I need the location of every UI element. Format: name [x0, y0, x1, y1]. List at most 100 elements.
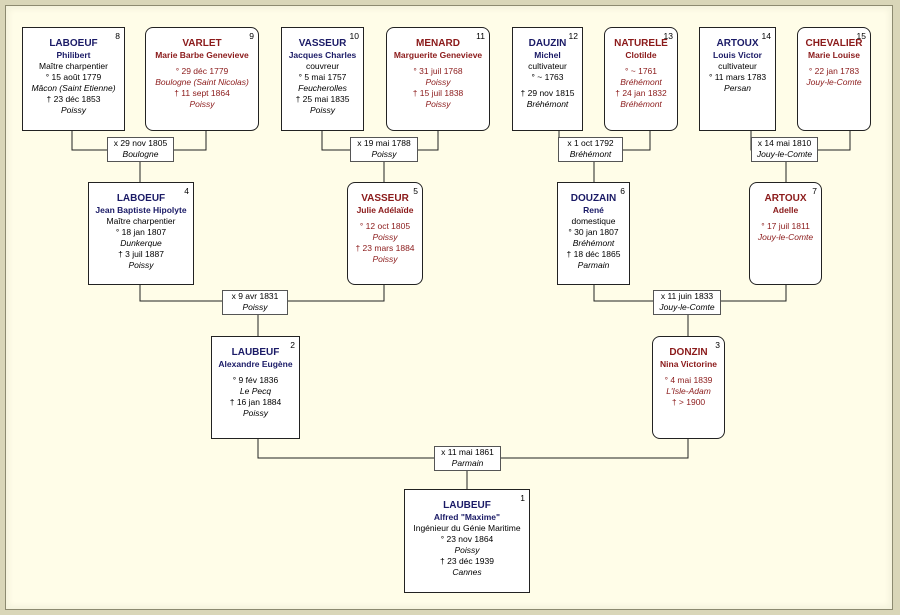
ahnentafel-number: 15 [856, 31, 866, 41]
person-box-14[interactable]: 14 ARTOUX Louis Victor cultivateur ° 11 … [699, 27, 776, 131]
marriage-date: x 1 oct 1792 [567, 138, 614, 148]
occupation: cultivateur [528, 61, 567, 71]
birth-date: ° ~ 1761 [625, 66, 657, 76]
surname: LABOEUF [116, 193, 166, 204]
birth-date: ° ~ 1763 [531, 72, 564, 82]
person-box-11[interactable]: 11 MENARD Marguerite Genevieve ° 31 juil… [386, 27, 490, 131]
surname: DAUZIN [528, 38, 567, 49]
death-date: † 24 jan 1832 [615, 88, 667, 98]
death-place: Poissy [128, 260, 154, 270]
death-place: Poissy [425, 99, 451, 109]
death-date: † 23 déc 1853 [46, 94, 101, 104]
occupation: Ingénieur du Génie Maritime [413, 523, 521, 533]
marriage-box-2-3[interactable]: x 11 mai 1861 Parmain [434, 446, 501, 471]
birth-place: Jouy-le-Comte [757, 232, 814, 242]
marriage-place: Parmain [451, 458, 484, 468]
given-name: Alexandre Eugène [218, 359, 293, 369]
birth-place: Feucherolles [298, 83, 347, 93]
marriage-box-12-13[interactable]: x 1 oct 1792 Bréhémont [558, 137, 623, 162]
birth-date: ° 15 août 1779 [45, 72, 102, 82]
death-place: Parmain [577, 260, 610, 270]
marriage-box-10-11[interactable]: x 19 mai 1788 Poissy [350, 137, 418, 162]
marriage-place: Poissy [371, 149, 397, 159]
given-name: René [583, 205, 604, 215]
marriage-place: Boulogne [122, 149, 159, 159]
marriage-box-6-7[interactable]: x 11 juin 1833 Jouy-le-Comte [653, 290, 721, 315]
birth-date: ° 11 mars 1783 [708, 72, 767, 82]
occupation: domestique [571, 216, 616, 226]
surname: NATURELE [614, 38, 668, 49]
given-name: Jacques Charles [288, 50, 357, 60]
birth-date: ° 9 fév 1836 [232, 375, 279, 385]
person-box-3[interactable]: 3 DONZIN Nina Victorine ° 4 mai 1839 L'I… [652, 336, 725, 439]
occupation: Maître charpentier [39, 61, 108, 71]
surname: LAUBEUF [231, 347, 280, 358]
death-date: † 15 juil 1838 [412, 88, 464, 98]
birth-place: Bréhémont [572, 238, 615, 248]
birth-place: Dunkerque [120, 238, 162, 248]
death-place: Poissy [60, 105, 87, 115]
person-box-1[interactable]: 1 LAUBEUF Alfred "Maxime" Ingénieur du G… [404, 489, 530, 593]
marriage-place: Poissy [242, 302, 268, 312]
given-name: Marguerite Genevieve [393, 50, 483, 60]
death-place: Poissy [242, 408, 269, 418]
surname: DONZIN [669, 347, 708, 358]
death-date: † 25 mai 1835 [295, 94, 350, 104]
person-box-9[interactable]: 9 VARLET Marie Barbe Genevieve ° 29 déc … [145, 27, 259, 131]
surname: CHEVALIER [805, 38, 863, 49]
person-box-10[interactable]: 10 VASSEUR Jacques Charles couvreur ° 5 … [281, 27, 364, 131]
marriage-date: x 11 mai 1861 [441, 447, 494, 457]
ahnentafel-number: 10 [349, 31, 359, 41]
birth-place: Jouy-le-Comte [806, 77, 862, 87]
person-box-6[interactable]: 6 DOUZAIN René domestique ° 30 jan 1807 … [557, 182, 630, 285]
person-box-13[interactable]: 13 NATURELE Clotilde ° ~ 1761 Bréhémont … [604, 27, 678, 131]
birth-place: Mâcon (Saint Etienne) [31, 83, 116, 93]
person-box-4[interactable]: 4 LABOEUF Jean Baptiste Hipolyte Maître … [88, 182, 194, 285]
marriage-box-8-9[interactable]: x 29 nov 1805 Boulogne [107, 137, 174, 162]
ahnentafel-number: 3 [715, 340, 720, 350]
death-place: Poissy [372, 254, 398, 264]
given-name: Philibert [56, 50, 91, 60]
birth-place: Boulogne (Saint Nicolas) [155, 77, 249, 87]
marriage-date: x 19 mai 1788 [357, 138, 411, 148]
marriage-box-4-5[interactable]: x 9 avr 1831 Poissy [222, 290, 288, 315]
given-name: Nina Victorine [660, 359, 717, 369]
birth-place: Bréhémont [620, 77, 662, 87]
person-box-8[interactable]: 8 LABOEUF Philibert Maître charpentier °… [22, 27, 125, 131]
marriage-box-14-15[interactable]: x 14 mai 1810 Jouy-le-Comte [751, 137, 818, 162]
birth-date: ° 22 jan 1783 [808, 66, 860, 76]
birth-date: ° 18 jan 1807 [115, 227, 167, 237]
surname: VASSEUR [298, 38, 347, 49]
surname: ARTOUX [716, 38, 759, 49]
marriage-date: x 11 juin 1833 [660, 291, 714, 301]
ahnentafel-number: 1 [520, 493, 525, 503]
marriage-place: Jouy-le-Comte [659, 302, 715, 312]
marriage-place: Bréhémont [569, 149, 612, 159]
given-name: Marie Louise [808, 50, 860, 60]
birth-place: Le Pecq [239, 386, 272, 396]
surname: VASSEUR [361, 193, 409, 204]
birth-place: Poissy [372, 232, 398, 242]
given-name: Marie Barbe Genevieve [155, 50, 249, 60]
person-box-2[interactable]: 2 LAUBEUF Alexandre Eugène ° 9 fév 1836 … [211, 336, 300, 439]
person-box-5[interactable]: 5 VASSEUR Julie Adélaïde ° 12 oct 1805 P… [347, 182, 423, 285]
death-date: † 3 juil 1887 [118, 249, 164, 259]
ahnentafel-number: 2 [290, 340, 295, 350]
ahnentafel-number: 4 [184, 186, 189, 196]
birth-place: L'Isle-Adam [666, 386, 711, 396]
person-box-7[interactable]: 7 ARTOUX Adelle ° 17 juil 1811 Jouy-le-C… [749, 182, 822, 285]
death-date: † 18 déc 1865 [566, 249, 621, 259]
given-name: Clotilde [625, 50, 657, 60]
given-name: Julie Adélaïde [356, 205, 414, 215]
occupation: couvreur [305, 61, 340, 71]
ahnentafel-number: 11 [476, 31, 485, 41]
person-box-12[interactable]: 12 DAUZIN Michel cultivateur ° ~ 1763 † … [512, 27, 583, 131]
surname: ARTOUX [764, 193, 807, 204]
surname: DOUZAIN [570, 193, 617, 204]
given-name: Louis Victor [713, 50, 762, 60]
person-box-15[interactable]: 15 CHEVALIER Marie Louise ° 22 jan 1783 … [797, 27, 871, 131]
given-name: Michel [534, 50, 561, 60]
birth-place: Persan [724, 83, 751, 93]
birth-date: ° 29 déc 1779 [175, 66, 229, 76]
birth-date: ° 12 oct 1805 [359, 221, 411, 231]
